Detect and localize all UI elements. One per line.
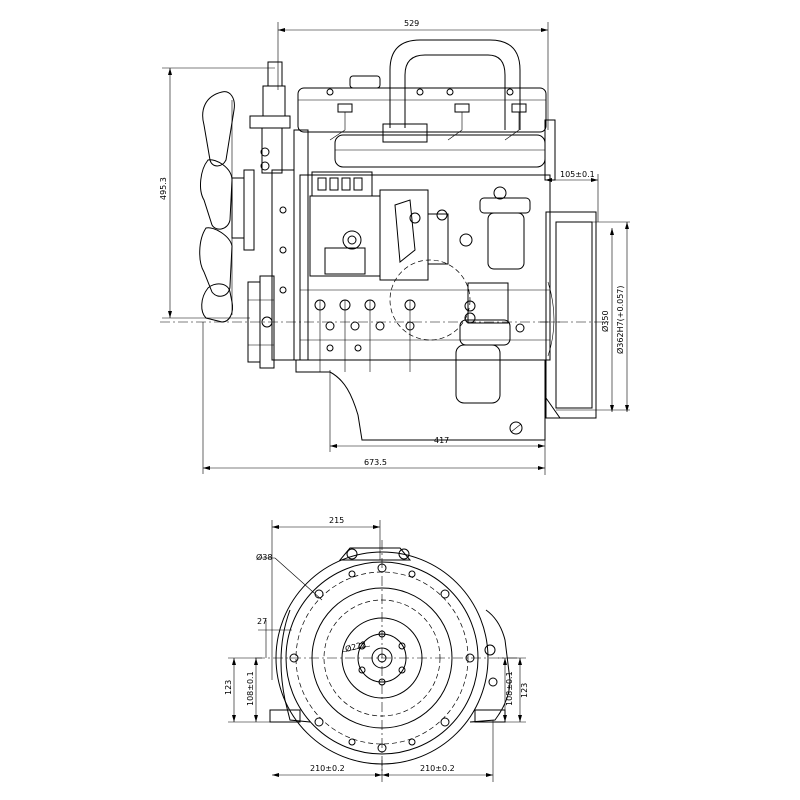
dim-123-left-label: 123 (224, 680, 233, 695)
dim-417-label: 417 (434, 436, 449, 445)
injectors (329, 103, 527, 141)
oil-pan (295, 360, 546, 441)
fan (199, 91, 255, 323)
dim-108-left-label: 108±0.1 (246, 671, 255, 706)
outer-bolt-holes (289, 563, 475, 753)
flywheel-rear-view: 215 (224, 516, 529, 782)
dim-38-label: Ø38 (256, 552, 272, 562)
dim-27-label: 27 (257, 617, 267, 626)
valve-cover (297, 75, 547, 133)
timing-cover (271, 129, 309, 361)
dim-right-heights: 108±0.1 123 (470, 657, 529, 723)
water-outlet (249, 61, 291, 174)
dim-width-215: 215 (271, 516, 381, 680)
manifold (334, 119, 556, 181)
dim-215-label: 215 (329, 516, 344, 525)
rear-centerlines (255, 540, 520, 775)
dim-222-label: Ø222 (344, 639, 367, 654)
dim-673-label: 673.5 (364, 458, 387, 467)
dim-210-left-label: 210±0.2 (310, 764, 345, 773)
dim-total-height: 495.3 (159, 67, 275, 319)
dim-rear-length: 417 (329, 370, 546, 475)
fuel-filter (459, 186, 531, 270)
dim-overall-length: 673.5 (202, 322, 545, 474)
dim-210-right-label: 210±0.2 (420, 764, 455, 773)
intake-pipe (382, 39, 521, 143)
oil-filter (389, 259, 511, 404)
dim-495-label: 495.3 (159, 177, 168, 200)
dim-350-label: Ø350 (600, 310, 610, 332)
dim-529-label: 529 (404, 19, 419, 28)
fuel-injection-pump (309, 171, 449, 281)
dim-offset-27: 27 (257, 617, 292, 658)
flywheel-housing (540, 211, 630, 419)
engine-side-view: 529 495.3 (159, 19, 630, 475)
dim-108-right-label: 108±0.1 (505, 671, 514, 706)
dim-flange-offset: 105±0.1 (545, 170, 599, 222)
leader-dia-38: Ø38 (256, 552, 323, 601)
dim-123-right-label: 123 (520, 683, 529, 698)
dim-diameters: Ø350 Ø362H7(+0.057) (600, 222, 629, 412)
dim-base-widths: 210±0.2 210±0.2 (272, 720, 494, 782)
dim-left-heights: 123 108±0.1 (224, 657, 300, 723)
dim-362-label: Ø362H7(+0.057) (615, 285, 625, 354)
dim-overall-height: 529 (277, 19, 549, 130)
dim-105-label: 105±0.1 (560, 170, 595, 179)
